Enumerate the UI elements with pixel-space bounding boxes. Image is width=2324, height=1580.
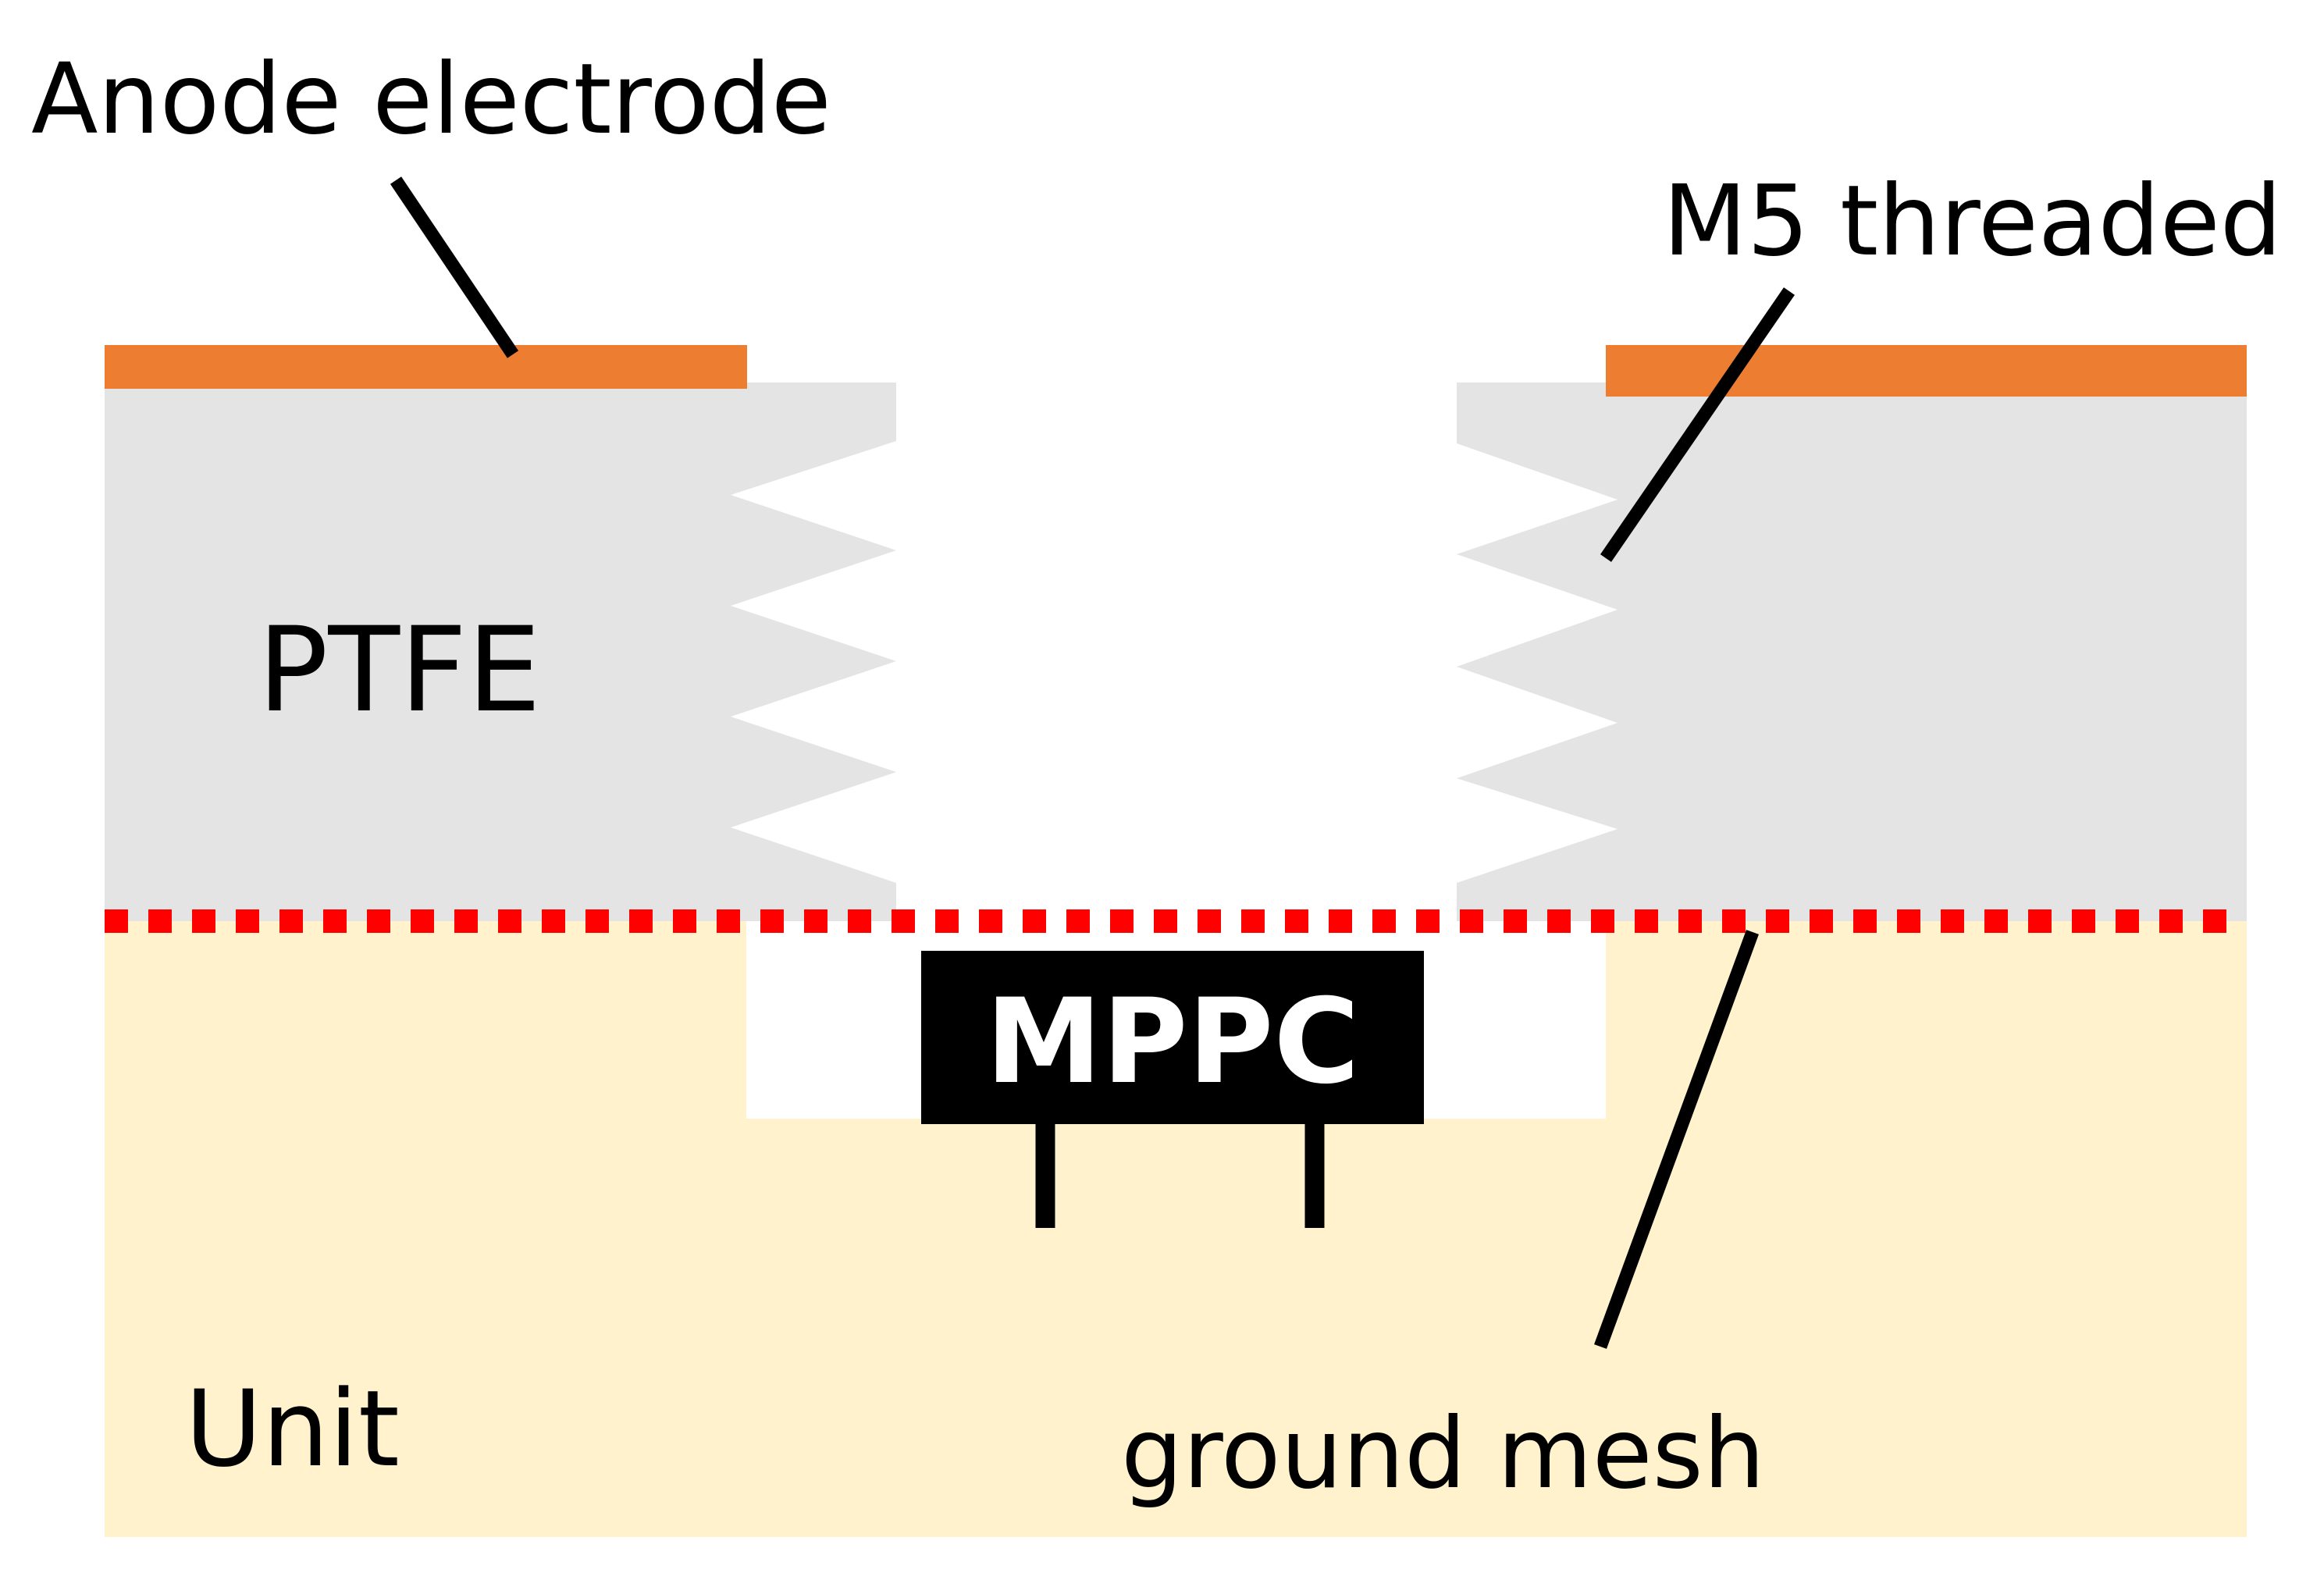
- threaded-leader-line: [1600, 287, 1795, 562]
- anode-electrode-left: [105, 345, 747, 389]
- ptfe-label: PTFE: [258, 603, 541, 738]
- unit-label: Unit: [185, 1368, 400, 1490]
- ptfe-block-right: [1457, 383, 2247, 921]
- mppc-chip: [921, 951, 1424, 1124]
- anode-label: Anode electrode: [31, 43, 831, 156]
- anode-electrode-right: [1606, 345, 2247, 397]
- mesh-label: ground mesh: [1121, 1397, 1765, 1511]
- threaded-label: M5 threaded: [1663, 165, 2282, 278]
- ptfe-block-left: [105, 383, 896, 921]
- anode-leader-line: [390, 176, 519, 358]
- mesh-leader-line: [1594, 930, 1759, 1349]
- mppc-label: MPPC: [985, 974, 1359, 1110]
